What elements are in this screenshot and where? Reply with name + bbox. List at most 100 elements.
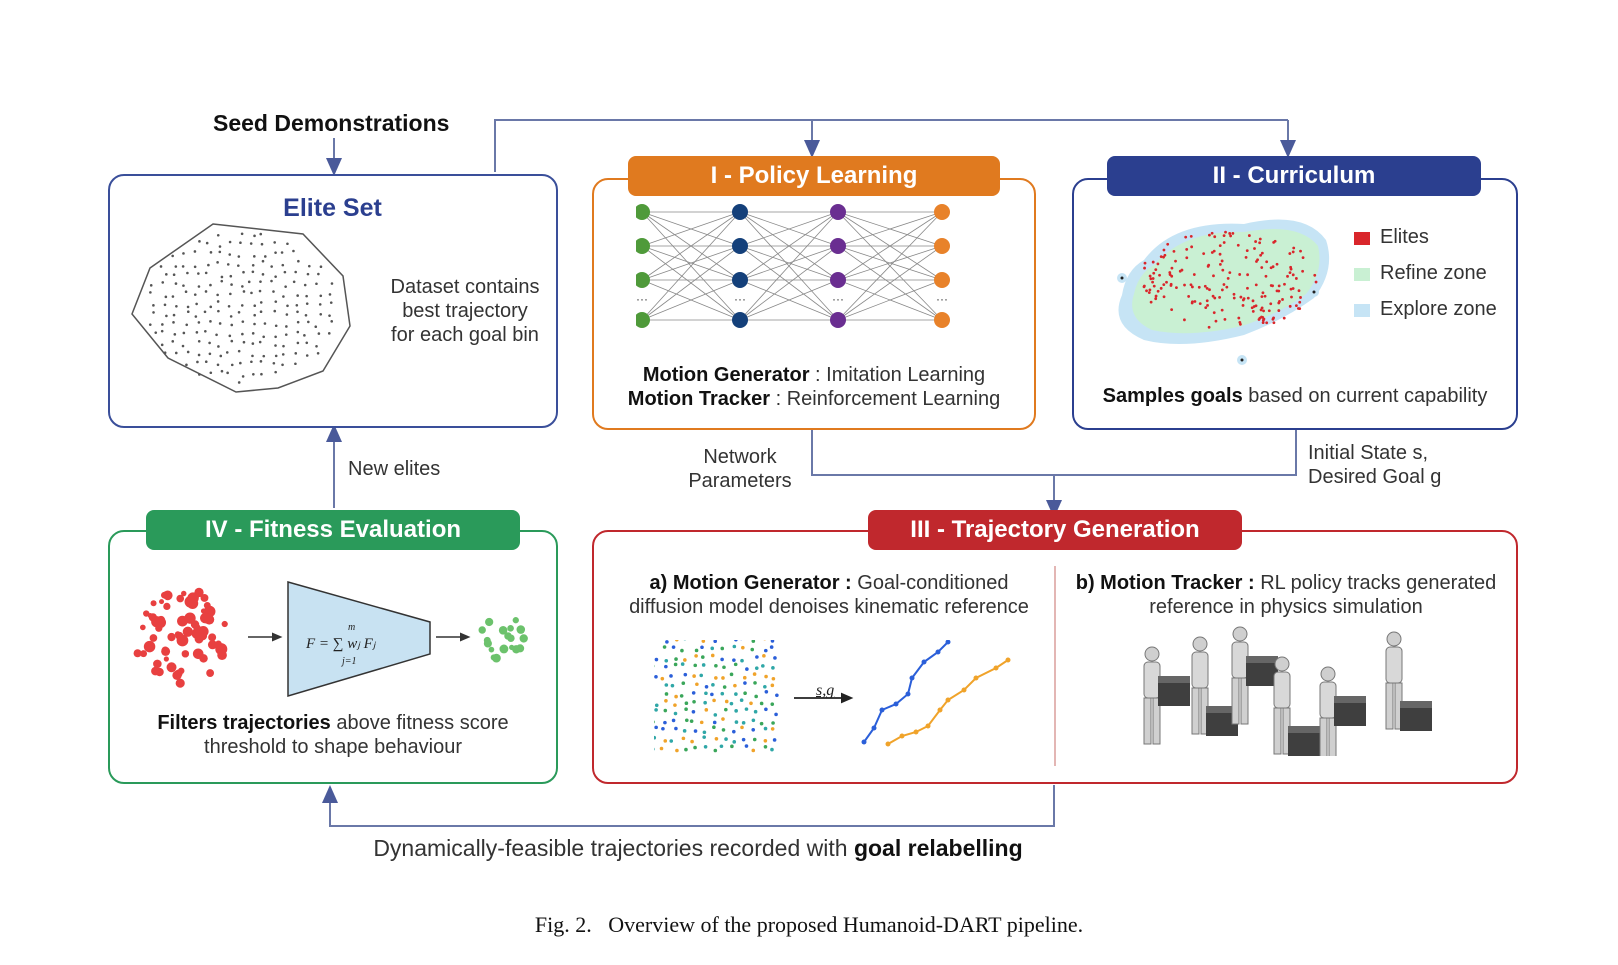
diffusion-dot <box>764 674 768 679</box>
diffusion-dot <box>740 658 744 663</box>
policy-generator-line: Motion Generator : Imitation Learning <box>594 364 1034 387</box>
elite-dot <box>317 332 321 335</box>
curriculum-dot <box>1254 240 1258 243</box>
diffusion-dot <box>733 683 737 688</box>
fitness-green-dot <box>519 634 528 643</box>
elite-dot <box>237 255 241 258</box>
diffusion-dot <box>675 640 679 642</box>
curriculum-dot <box>1232 296 1236 300</box>
diffusion-dot <box>769 645 774 649</box>
fitness-green-dot <box>507 624 514 632</box>
diffusion-dot <box>743 691 747 696</box>
curriculum-dot <box>1255 260 1258 263</box>
elite-dot <box>258 289 262 293</box>
elite-dot <box>305 354 309 357</box>
elite-dot <box>163 351 167 355</box>
policy-to-traj-arrow <box>811 430 1297 476</box>
fitness-red-dot <box>133 649 142 658</box>
elite-dot <box>274 300 278 303</box>
nn-node <box>934 312 950 328</box>
elite-dot <box>241 332 244 336</box>
elite-dot <box>182 331 186 335</box>
elite-dot <box>220 279 224 283</box>
nn-node <box>934 204 950 220</box>
fitness-red-dot <box>176 634 189 647</box>
elite-dot <box>216 363 220 367</box>
initial-state-label-2: Desired Goal g <box>1308 466 1442 488</box>
elite-dot <box>307 320 310 324</box>
diffusion-dot <box>683 658 687 662</box>
diffusion-dot <box>712 725 716 730</box>
curriculum-dot <box>1159 286 1163 290</box>
curriculum-dot <box>1259 253 1263 257</box>
diffusion-dot <box>679 694 684 698</box>
elite-dot <box>208 341 211 345</box>
diffusion-dot <box>674 694 678 699</box>
diffusion-dot <box>654 747 655 751</box>
elite-dot <box>197 353 201 357</box>
motion-generator-label: Motion Generator <box>642 364 810 386</box>
curriculum-dot <box>1189 283 1193 287</box>
fitness-red-dot <box>175 678 185 688</box>
diffusion-dot <box>733 662 738 667</box>
fitness-red-dot <box>150 600 157 607</box>
curriculum-dot <box>1222 283 1226 286</box>
trajgen-a-line-1: a) Motion Generator : Goal-conditioned <box>594 572 1064 595</box>
elite-dot <box>330 320 334 323</box>
elite-dot <box>165 314 168 318</box>
curriculum-dot <box>1251 299 1255 303</box>
elite-dot <box>186 350 190 354</box>
nn-node <box>636 272 650 288</box>
curriculum-dot <box>1277 284 1281 288</box>
nn-node <box>732 312 748 328</box>
elite-dot <box>217 345 220 348</box>
fitness-note-1: Filters trajectories above fitness score <box>110 712 556 735</box>
elite-dot <box>198 240 201 243</box>
elite-dot <box>220 275 224 279</box>
diffusion-dot <box>763 648 768 653</box>
fitness-red-dot <box>182 626 193 637</box>
diffusion-dot <box>742 675 747 680</box>
elite-dot <box>194 315 198 318</box>
fitness-red-dot <box>172 670 182 681</box>
curriculum-dot <box>1269 302 1273 306</box>
fitness-red-dot <box>143 640 156 653</box>
diffusion-dot <box>770 727 775 731</box>
elite-dot <box>193 250 197 253</box>
curriculum-dot <box>1294 304 1298 308</box>
elite-to-top-arrow <box>494 119 1288 172</box>
curriculum-dot <box>1281 298 1284 301</box>
curriculum-dot <box>1246 273 1250 277</box>
fitness-red-dot <box>153 659 162 669</box>
network-parameters-label-2: Parameters <box>688 470 792 492</box>
elite-dot <box>270 265 273 268</box>
elite-dot <box>172 321 175 324</box>
nn-node <box>934 272 950 288</box>
elite-dot <box>251 270 255 274</box>
elite-dot <box>230 283 233 286</box>
elite-dot <box>228 253 232 256</box>
diffusion-dot <box>674 726 678 731</box>
fitness-graphic <box>133 581 528 698</box>
diffusion-dot <box>759 701 764 706</box>
elite-dot <box>259 360 263 363</box>
elite-dot <box>306 272 310 276</box>
elite-dot <box>149 291 152 294</box>
curriculum-dot <box>1291 287 1295 290</box>
fitness-red-dot <box>176 594 185 603</box>
curriculum-dot <box>1220 308 1224 312</box>
bottom-flow-bold: goal relabelling <box>853 835 1023 861</box>
curriculum-dot <box>1148 288 1152 292</box>
trajectory-point <box>913 729 919 735</box>
fitness-red-dot <box>163 602 171 611</box>
curriculum-dot <box>1162 248 1166 252</box>
diffusion-dot <box>741 721 746 725</box>
curriculum-dot <box>1202 252 1206 256</box>
trajectory-point <box>905 691 911 697</box>
elite-dot <box>253 313 256 317</box>
diffusion-dot <box>654 657 659 662</box>
elite-polygon-graphic <box>131 223 351 393</box>
initial-state-label-1: Initial State s, <box>1308 442 1429 464</box>
elite-dot <box>171 254 174 258</box>
curriculum-dot <box>1224 230 1227 234</box>
